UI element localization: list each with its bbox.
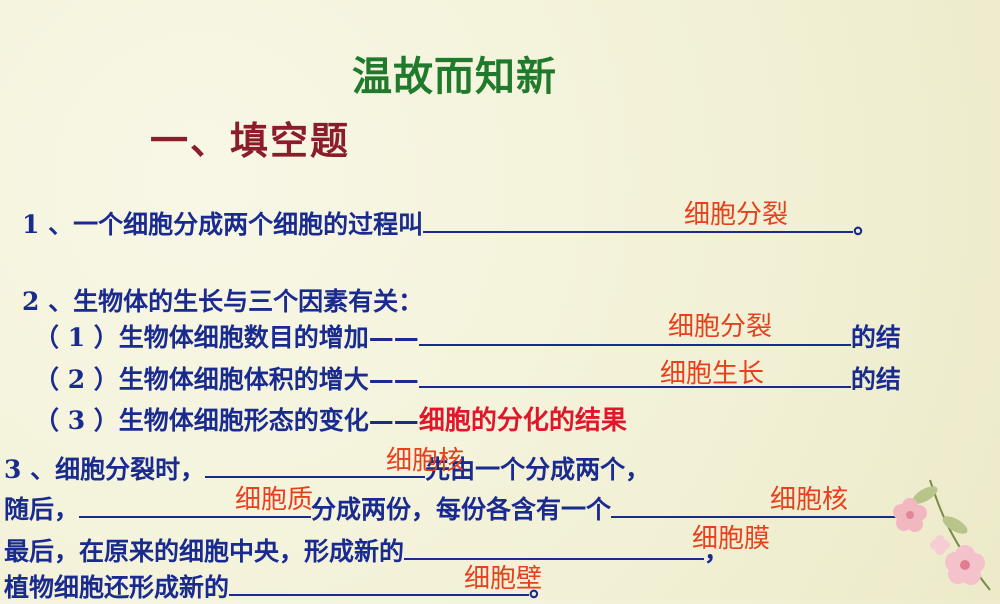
question-2-sub-3-answer: 细胞的分化的结果 <box>418 406 627 436</box>
question-2-sub-3-text: （ 3 ）生物体细胞形态的变化—— <box>34 406 419 435</box>
question-1-text: 1 、一个细胞分成两个细胞的过程叫 <box>22 210 424 239</box>
question-3-line-4: 植物细胞还形成新的 。 <box>4 568 554 604</box>
question-3-line-2-blank-2[interactable] <box>611 494 912 518</box>
question-2-sub-2-answer: 细胞生长 <box>660 359 765 389</box>
question-3-line-1-text: 3 、细胞分裂时， <box>4 455 206 484</box>
question-2-sub-1-text: （ 1 ）生物体细胞数目的增加—— <box>34 323 419 352</box>
question-2-sub-1-blank[interactable] <box>418 322 851 346</box>
question-3-line-2-text: 随后， <box>4 495 80 524</box>
flower-decoration-icon <box>893 479 991 591</box>
question-2-sub-2: （ 2 ）生物体细胞体积的增大—— 的结 <box>34 360 901 396</box>
section-heading: 一、填空题 <box>150 118 351 163</box>
question-2-intro: 2 、生物体的生长与三个因素有关： <box>22 287 424 316</box>
question-3-line-2-answer-2: 细胞核 <box>770 485 849 515</box>
question-1-blank[interactable] <box>423 209 854 233</box>
question-3-line-1-blank[interactable] <box>205 454 426 478</box>
question-1-end: 。 <box>853 210 879 239</box>
question-3-line-2-answer-1: 细胞质 <box>235 485 314 515</box>
question-2-sub-3: （ 3 ）生物体细胞形态的变化——细胞的分化的结果 <box>34 400 627 437</box>
question-3-line-4-answer: 细胞壁 <box>464 564 543 594</box>
question-3-line-2-blank-1[interactable] <box>79 494 312 518</box>
question-3-line-3-end: ， <box>704 537 730 566</box>
question-1-answer: 细胞分裂 <box>684 200 789 230</box>
page-title: 温故而知新 <box>352 53 557 100</box>
question-3-line-3-answer: 细胞膜 <box>692 524 771 554</box>
question-3-line-2-after: 分成两份，每份各含有一个 <box>311 495 612 524</box>
question-2-sub-1: （ 1 ）生物体细胞数目的增加—— 的结 <box>34 318 901 354</box>
question-3-line-1-after: 先由一个分成两个， <box>425 455 651 484</box>
question-3-line-1: 3 、细胞分裂时， 先由一个分成两个， <box>4 450 650 486</box>
question-3-line-1-answer: 细胞核 <box>386 446 465 476</box>
question-2-sub-2-end: 的结 <box>850 365 901 394</box>
question-3-line-4-text: 植物细胞还形成新的 <box>4 573 230 602</box>
question-3-line-3-blank[interactable] <box>404 536 705 560</box>
question-2-sub-2-blank[interactable] <box>418 364 851 388</box>
question-3-line-4-end: 。 <box>529 573 555 602</box>
question-2-sub-2-text: （ 2 ）生物体细胞体积的增大—— <box>34 365 419 394</box>
question-2-sub-1-answer: 细胞分裂 <box>668 312 773 342</box>
question-3-line-3: 最后，在原来的细胞中央，形成新的 ， <box>4 532 729 568</box>
question-3-line-3-text: 最后，在原来的细胞中央，形成新的 <box>4 537 405 566</box>
question-3-line-4-blank[interactable] <box>229 572 530 596</box>
question-1: 1 、一个细胞分成两个细胞的过程叫 。 <box>22 205 878 241</box>
question-2-sub-1-end: 的结 <box>850 323 901 352</box>
question-3-line-2: 随后， 分成两份，每份各含有一个 <box>4 490 912 526</box>
